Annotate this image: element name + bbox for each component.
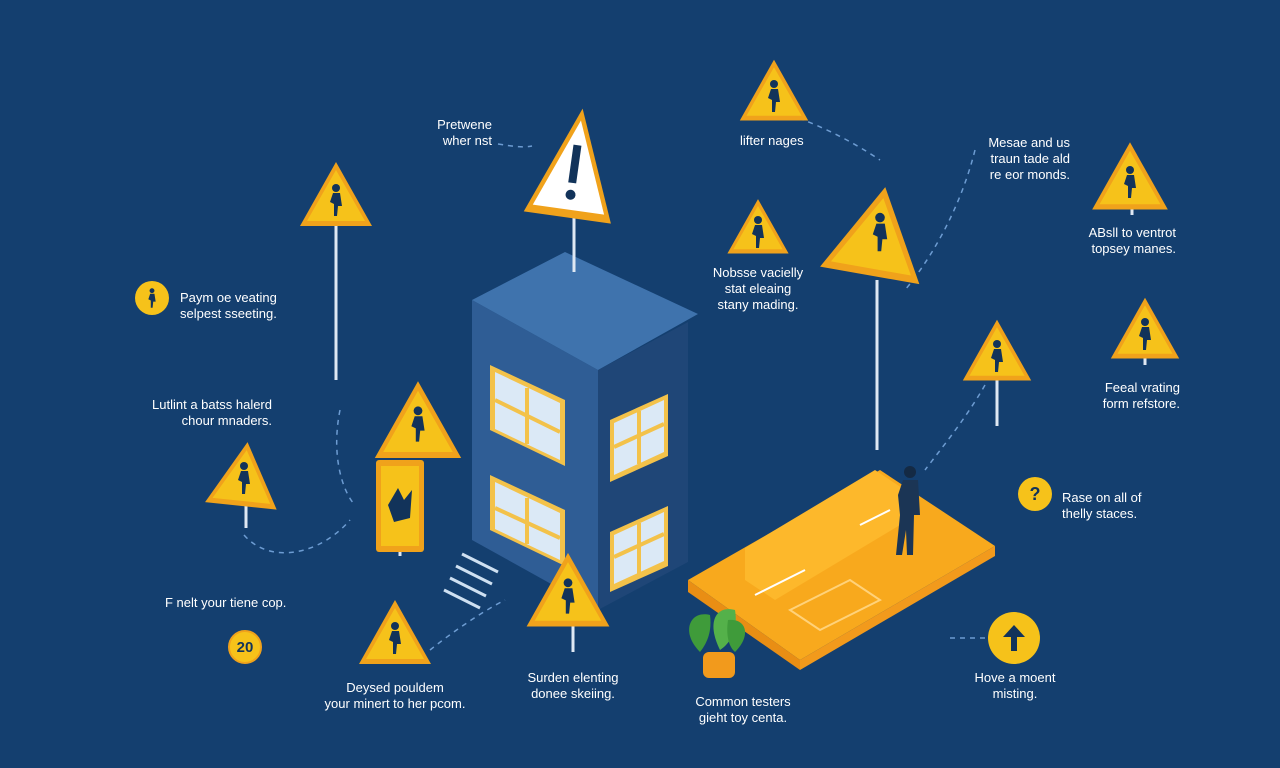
label-left-lower: F nelt your tiene cop. [165,595,287,610]
building-window [490,475,565,566]
label-top-center-right: lifter nages [740,133,804,148]
label-bottom-center: Surden elenting donee skeiing. [527,670,619,701]
walking-person-icon [135,281,169,315]
label-left-mid: Lutlint a batss halerd chour mnaders. [152,397,272,428]
standing-person [896,466,920,555]
up-arrow-icon [988,612,1040,664]
label-top-left-center: Pretwene wher nst [437,117,492,148]
label-right-mid-upper: ABsll to ventrot topsey manes. [1088,225,1176,256]
label-bottom-center-right: Common testers gieht toy centa. [695,694,791,725]
warning-sign-icon [300,162,372,380]
label-right-top: Mesae and us traun tade ald re eor monds… [988,135,1070,182]
warning-sign-icon [727,199,789,254]
question-icon: ? [1018,477,1052,511]
warning-sign-icon [523,108,611,224]
square-warning-sign [376,460,424,556]
warning-sign-icon [962,319,1032,426]
warning-sign-icon [1092,142,1168,215]
warning-sign-icon [359,600,431,664]
building-window [490,365,565,466]
badge-20: 20 [228,630,262,664]
building-steps [443,552,499,610]
warning-sign-icon [205,438,284,528]
warning-sign-icon [526,552,610,652]
platform [688,466,995,670]
label-right-mid: Feeal vrating form refstore. [1102,380,1180,411]
label-right-lower: Rase on all of thelly staces. [1062,490,1142,521]
warning-sign-icon [1110,297,1180,365]
building-window [610,394,668,482]
label-bottom-left: Deysed pouldem your minert to her pcom. [324,680,466,711]
label-left-top: Paym oe veating selpest sseeting. [180,290,277,321]
building-window [610,506,668,592]
warning-sign-icon [820,178,935,450]
label-bottom-right: Hove a moent misting. [974,670,1056,701]
label-center-middle: Nobsse vacielly stat eleaing stany madin… [712,265,804,312]
question-text: ? [1029,483,1041,504]
badge-text: 20 [236,638,254,656]
warning-sign-icon [739,59,809,121]
potted-plant [689,609,746,678]
building [443,108,698,610]
